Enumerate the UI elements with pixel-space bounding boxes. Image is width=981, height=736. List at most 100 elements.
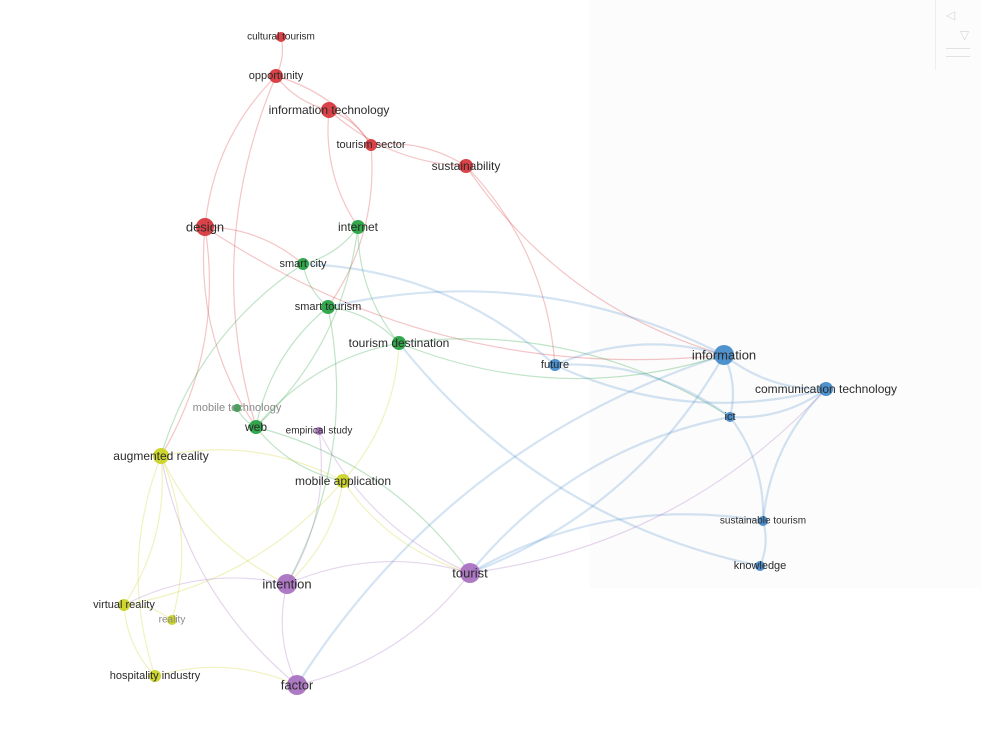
edge-communication_technology-ict bbox=[729, 388, 827, 419]
edge-future-ict bbox=[554, 363, 731, 418]
node-dot-tourism_sector[interactable] bbox=[365, 139, 377, 151]
node-dot-opportunity[interactable] bbox=[269, 69, 283, 83]
edge-intention-factor bbox=[281, 583, 298, 686]
edge-tourism_sector-sustainability bbox=[370, 143, 467, 167]
edge-sustainability-future bbox=[465, 165, 556, 366]
node-dot-tourist[interactable] bbox=[460, 563, 480, 583]
node-dot-empirical_study[interactable] bbox=[315, 427, 323, 435]
triangle-left-icon[interactable]: ◁ bbox=[946, 8, 956, 22]
node-dot-ict[interactable] bbox=[725, 412, 735, 422]
node-label-tourism_sector[interactable]: tourism sector bbox=[336, 139, 406, 151]
node-dot-information_technology[interactable] bbox=[321, 102, 337, 118]
edge-empirical_study-tourist bbox=[318, 430, 471, 574]
node-dot-design[interactable] bbox=[196, 218, 214, 236]
node-label-smart_city[interactable]: smart city bbox=[279, 258, 327, 270]
node-label-smart_tourism[interactable]: smart tourism bbox=[294, 301, 362, 313]
edge-design-information bbox=[204, 226, 725, 361]
node-dot-intention[interactable] bbox=[277, 574, 297, 594]
node-label-virtual_reality[interactable]: virtual reality bbox=[93, 599, 155, 611]
edge-tourism_destination-ict bbox=[398, 338, 731, 418]
node-dot-future[interactable] bbox=[549, 359, 561, 371]
node-dot-reality[interactable] bbox=[167, 615, 177, 625]
edge-tourism_destination-information bbox=[398, 342, 725, 380]
node-dot-augmented_reality[interactable] bbox=[153, 448, 169, 464]
node-dot-internet[interactable] bbox=[351, 220, 365, 234]
node-label-ict[interactable]: ict bbox=[724, 411, 736, 423]
node-dot-cultural_tourism[interactable] bbox=[276, 32, 286, 42]
node-label-opportunity[interactable]: opportunity bbox=[248, 70, 304, 82]
edge-intention-tourist bbox=[286, 560, 471, 585]
node-label-intention[interactable]: intention bbox=[262, 576, 312, 592]
node-dot-sustainable_tourism[interactable] bbox=[758, 516, 768, 526]
node-label-internet[interactable]: internet bbox=[337, 220, 379, 234]
edge-smart_tourism-tourism_destination bbox=[327, 306, 400, 344]
edge-internet-web bbox=[255, 226, 359, 428]
node-label-information[interactable]: information bbox=[691, 347, 757, 363]
node-label-sustainability[interactable]: sustainability bbox=[431, 159, 501, 173]
triangle-down-icon[interactable]: ▽ bbox=[960, 28, 970, 42]
node-dot-factor[interactable] bbox=[287, 675, 307, 695]
node-label-tourist[interactable]: tourist bbox=[452, 565, 488, 581]
node-label-sustainable_tourism[interactable]: sustainable tourism bbox=[719, 515, 807, 527]
edge-mobile_application-tourism_destination bbox=[342, 342, 400, 482]
edge-augmented_reality-mobile_application bbox=[160, 449, 344, 482]
node-label-knowledge[interactable]: knowledge bbox=[733, 560, 787, 572]
node-dot-information[interactable] bbox=[714, 345, 734, 365]
edge-opportunity-design bbox=[204, 75, 277, 228]
edge-future-smart_city bbox=[302, 262, 556, 366]
node-label-empirical_study[interactable]: empirical study bbox=[285, 425, 353, 437]
edge-information-tourist bbox=[469, 354, 725, 575]
edge-communication_technology-sustainable_tourism bbox=[761, 388, 827, 522]
node-label-information_technology[interactable]: information technology bbox=[268, 103, 390, 117]
canvas-background-bottom-right bbox=[590, 588, 981, 736]
node-dot-tourism_destination[interactable] bbox=[392, 336, 406, 350]
node-label-augmented_reality[interactable]: augmented reality bbox=[113, 449, 209, 463]
edge-sustainable_tourism-tourist bbox=[469, 513, 764, 574]
edge-empirical_study-intention bbox=[286, 430, 322, 585]
edge-opportunity-web bbox=[233, 75, 277, 428]
node-label-mobile_technology[interactable]: mobile technology bbox=[192, 402, 282, 414]
edge-knowledge-tourism_destination bbox=[398, 342, 761, 568]
edge-mobile_application-tourist bbox=[342, 480, 471, 574]
edge-information_technology-sustainability bbox=[328, 109, 467, 167]
divider bbox=[946, 48, 970, 49]
edge-augmented_reality-hospitality_industry bbox=[137, 455, 162, 677]
node-dot-hospitality_industry[interactable] bbox=[149, 670, 161, 682]
node-dot-communication_technology[interactable] bbox=[819, 382, 833, 396]
view-controls-widget[interactable]: ◁ ▽ bbox=[935, 0, 981, 70]
node-dot-smart_city[interactable] bbox=[297, 258, 309, 270]
edge-augmented_reality-virtual_reality bbox=[123, 455, 163, 606]
node-dot-web[interactable] bbox=[249, 420, 263, 434]
edge-information-factor bbox=[296, 353, 725, 686]
node-dot-knowledge[interactable] bbox=[755, 561, 765, 571]
node-dot-smart_tourism[interactable] bbox=[321, 300, 335, 314]
edge-sustainability-information bbox=[465, 165, 725, 356]
edge-information_technology-internet bbox=[327, 109, 359, 228]
node-label-cultural_tourism[interactable]: cultural tourism bbox=[247, 31, 315, 43]
node-dot-mobile_application[interactable] bbox=[336, 474, 350, 488]
edge-web-mobile_application bbox=[255, 426, 344, 482]
node-dot-sustainability[interactable] bbox=[459, 159, 473, 173]
node-dot-mobile_technology[interactable] bbox=[233, 404, 241, 412]
edge-augmented_reality-reality bbox=[160, 455, 183, 621]
node-label-web[interactable]: web bbox=[244, 420, 268, 434]
edge-design-augmented_reality bbox=[160, 226, 211, 457]
node-layer bbox=[118, 32, 833, 695]
edge-virtual_reality-hospitality_industry bbox=[123, 604, 156, 677]
node-label-factor[interactable]: factor bbox=[280, 677, 314, 693]
edge-mobile_application-intention bbox=[286, 480, 344, 585]
divider bbox=[946, 56, 970, 57]
node-label-hospitality_industry[interactable]: hospitality industry bbox=[109, 670, 201, 682]
node-label-future[interactable]: future bbox=[540, 359, 570, 371]
node-label-design[interactable]: design bbox=[185, 219, 225, 235]
node-label-tourism_destination[interactable]: tourism destination bbox=[348, 336, 450, 350]
edge-layer bbox=[123, 36, 827, 686]
node-label-reality[interactable]: reality bbox=[158, 614, 186, 626]
edge-tourism_destination-web bbox=[255, 342, 400, 428]
node-label-mobile_application[interactable]: mobile application bbox=[294, 474, 392, 488]
edge-information-smart_tourism bbox=[327, 290, 725, 356]
node-dot-virtual_reality[interactable] bbox=[118, 599, 130, 611]
edge-virtual_reality-mobile_application bbox=[123, 480, 344, 606]
node-label-communication_technology[interactable]: communication technology bbox=[754, 382, 898, 396]
